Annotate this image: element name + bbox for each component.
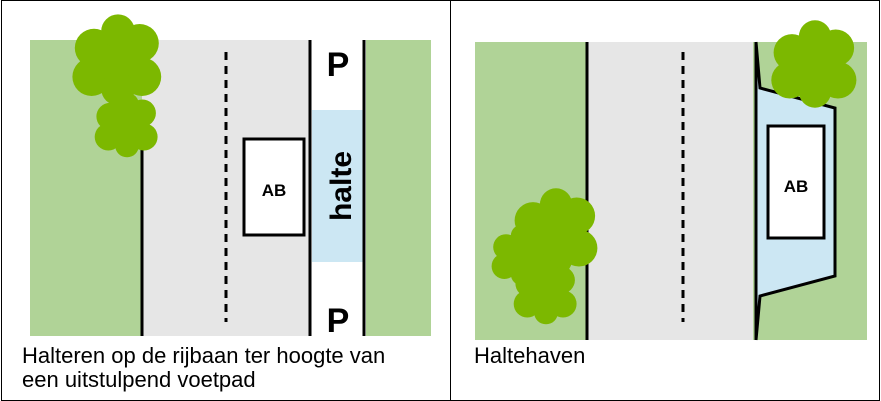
parking-sign-bottom: P — [327, 302, 350, 340]
parking-sign-top: P — [327, 46, 350, 84]
road-surface — [587, 42, 753, 340]
right-panel: AB — [475, 20, 867, 341]
stop-platform — [312, 110, 364, 262]
bus-rectangle — [242, 137, 306, 237]
bus-bay-outline — [754, 41, 837, 341]
right-grass-strip — [366, 40, 431, 336]
caption-left: Halteren op de rijbaan ter hoogte van ee… — [22, 343, 386, 392]
tree-icon — [771, 20, 857, 108]
bus-label: AB — [784, 177, 809, 196]
caption-right: Haltehaven — [474, 343, 586, 368]
left-panel: AB P P halte — [30, 14, 431, 340]
stop-label: halte — [325, 151, 358, 221]
panel-divider — [450, 0, 451, 401]
bus-rectangle — [766, 124, 826, 240]
bus-label: AB — [262, 181, 287, 200]
tree-icon — [72, 14, 162, 106]
